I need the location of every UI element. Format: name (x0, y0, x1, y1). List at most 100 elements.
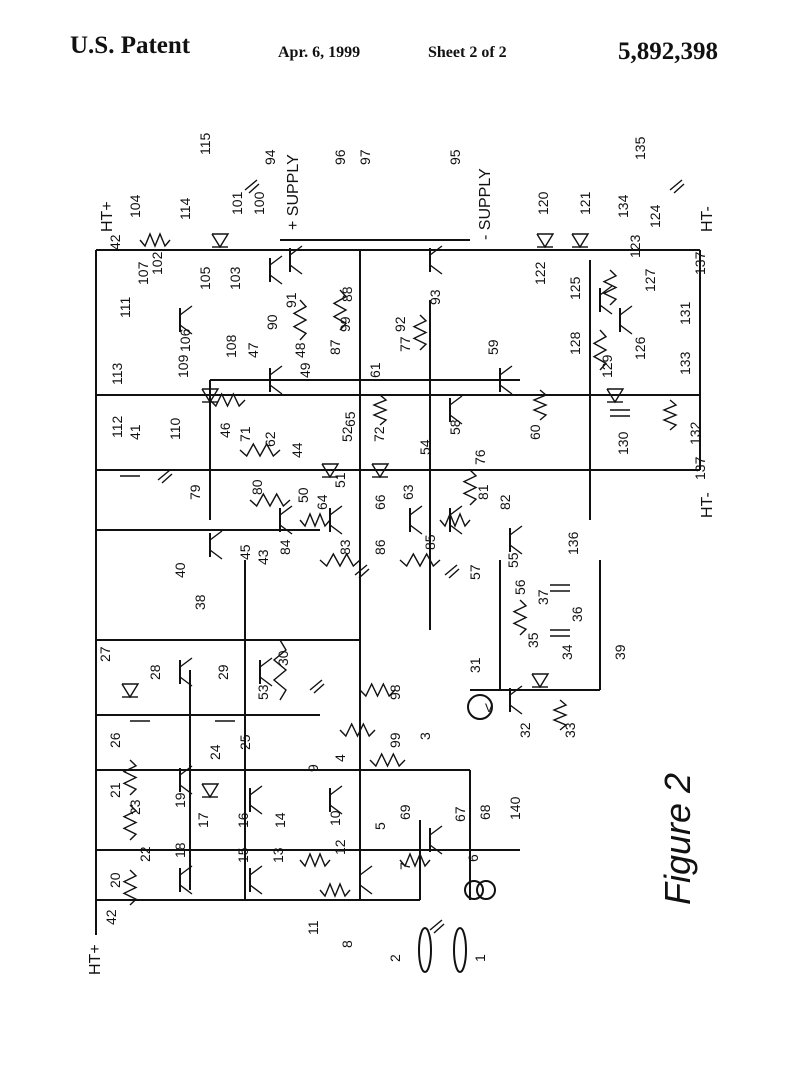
reference-numeral: 113 (109, 362, 125, 385)
reference-numeral: 127 (642, 268, 658, 292)
wire (179, 784, 193, 795)
wire (599, 304, 613, 315)
resistor (592, 329, 608, 371)
reference-numeral: 77 (397, 336, 413, 352)
reference-numeral: 82 (497, 494, 513, 510)
wire (179, 884, 193, 895)
reference-numeral: 109 (175, 354, 191, 378)
diode (571, 233, 590, 249)
wire (289, 245, 303, 256)
resistor (249, 492, 291, 508)
reference-numeral: 50 (295, 487, 311, 503)
diode (531, 673, 550, 689)
reference-numeral: 128 (567, 331, 583, 355)
reference-numeral: 35 (525, 632, 541, 648)
wire (244, 179, 258, 191)
current-source (476, 880, 496, 900)
reference-numeral: 83 (337, 539, 353, 555)
reference-numeral: 40 (172, 562, 188, 578)
reference-numeral: 42 (103, 909, 119, 925)
reference-numeral: 137 (692, 456, 708, 480)
wire (449, 524, 463, 535)
wire (249, 884, 263, 895)
reference-numeral: 49 (297, 362, 313, 378)
diode (371, 463, 390, 479)
reference-numeral: 86 (372, 539, 388, 555)
reference-numeral: 42 (107, 234, 123, 250)
reference-numeral: 47 (245, 342, 261, 358)
reference-numeral: 14 (272, 812, 288, 828)
reference-numeral: 112 (109, 415, 125, 438)
reference-numeral: 81 (475, 484, 491, 500)
reference-numeral: 52 (339, 426, 355, 442)
wire (313, 683, 325, 694)
reference-numeral: 134 (615, 194, 631, 218)
reference-numeral: 85 (422, 534, 438, 550)
reference-numeral: 140 (507, 796, 523, 820)
reference-numeral: 60 (527, 424, 543, 440)
reference-numeral: 94 (262, 149, 278, 165)
reference-numeral: 92 (392, 316, 408, 332)
reference-numeral: 18 (172, 842, 188, 858)
diode (606, 388, 625, 404)
wire (249, 804, 263, 815)
reference-numeral: 43 (255, 549, 271, 565)
reference-numeral: 31 (467, 657, 483, 673)
wire (279, 524, 293, 535)
wire (499, 365, 513, 376)
resistor (319, 552, 361, 568)
reference-numeral: 80 (249, 479, 265, 495)
reference-numeral: 19 (172, 792, 188, 808)
reference-numeral: 72 (371, 426, 387, 442)
wire (179, 305, 193, 316)
reference-numeral: 105 (197, 266, 213, 290)
diode (121, 683, 140, 699)
wire (329, 505, 343, 516)
resistor (359, 682, 396, 698)
wire (259, 676, 273, 687)
resistor (439, 512, 471, 528)
reference-numeral: 66 (372, 494, 388, 510)
reference-numeral: 62 (262, 431, 278, 447)
wire (179, 657, 193, 668)
reference-numeral: 12 (332, 839, 348, 855)
wire (509, 704, 523, 715)
resistor (552, 699, 568, 731)
reference-numeral: 125 (567, 276, 583, 300)
ht-plus-top-label: HT+ (99, 201, 116, 232)
reference-numeral: 24 (207, 744, 223, 760)
reference-numeral: 120 (535, 191, 551, 215)
reference-numeral: 102 (149, 251, 165, 275)
reference-numeral: 130 (615, 431, 631, 455)
wire (354, 564, 368, 576)
reference-numeral: 98 (387, 684, 403, 700)
reference-numeral: 97 (357, 149, 373, 165)
diode (536, 233, 555, 249)
reference-numeral: 6 (465, 854, 481, 862)
wire (359, 884, 373, 895)
wire (429, 919, 443, 931)
reference-numeral: 121 (577, 191, 593, 215)
reference-numeral: 27 (97, 646, 113, 662)
wire (444, 564, 458, 576)
reference-numeral: 84 (277, 539, 293, 555)
ht-plus-left-label: HT+ (87, 944, 104, 975)
reference-numeral: 137 (692, 251, 708, 275)
patent-date: Apr. 6, 1999 (278, 44, 361, 61)
reference-numeral: 57 (467, 564, 483, 580)
reference-numeral: 3 (417, 732, 433, 740)
wire (179, 765, 193, 776)
reference-numeral: 29 (215, 664, 231, 680)
reference-numeral: 107 (135, 261, 151, 285)
voltmeter-circle (467, 694, 493, 720)
figure-caption: Figure 2 (657, 773, 698, 905)
wire (358, 568, 370, 579)
reference-numeral: 110 (167, 417, 183, 440)
wire (209, 549, 223, 560)
reference-numeral: 88 (339, 286, 355, 302)
wire (249, 785, 263, 796)
minus-supply-label: - SUPPLY (477, 168, 494, 240)
ht-minus-top-label: HT- (699, 206, 716, 232)
wire (157, 469, 171, 481)
reference-numeral: 38 (192, 594, 208, 610)
